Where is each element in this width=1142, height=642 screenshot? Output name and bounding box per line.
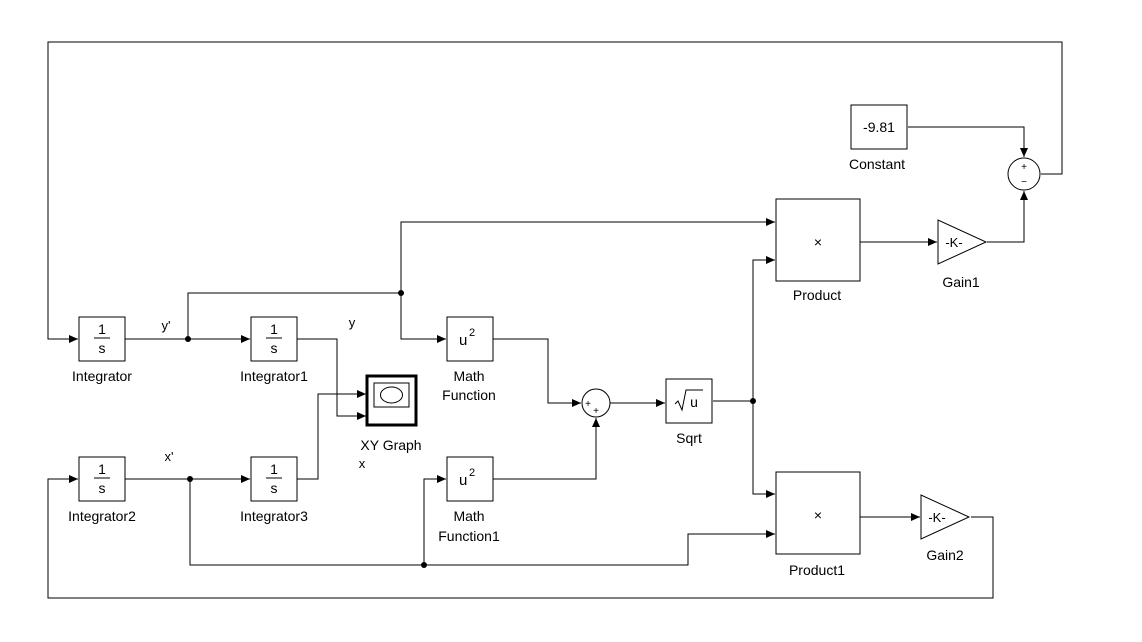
math-function-label-line2: Function (442, 387, 496, 403)
junction-xprime (187, 476, 193, 482)
product-block[interactable]: × (775, 198, 861, 282)
wire-constant-to-sum[interactable] (908, 126, 1028, 157)
product1-block[interactable]: × (775, 471, 861, 555)
gain2-value: -K- (928, 510, 945, 525)
wire-mf1-to-sum[interactable] (493, 418, 600, 480)
gain1-label: Gain1 (942, 274, 980, 290)
junction-yprime (185, 336, 191, 342)
gain1-value: -K- (945, 235, 962, 250)
math-function-block[interactable]: u 2 (446, 316, 494, 362)
math-function-label-line1: Math (453, 368, 484, 384)
math-function-exponent: 2 (469, 327, 475, 339)
wire-gain2-to-integrator2[interactable] (47, 475, 994, 599)
integrator1-denominator: s (271, 340, 278, 356)
wire-to-mathfunction1[interactable] (423, 475, 446, 565)
integrator3-label: Integrator3 (240, 508, 308, 524)
integrator-denominator: s (99, 340, 106, 356)
integrator3-block[interactable]: 1 s (250, 456, 298, 502)
wire-sqrt-to-product1[interactable] (752, 401, 775, 498)
math-function1-label-line1: Math (453, 508, 484, 524)
integrator3-denominator: s (271, 480, 278, 496)
sum-mid-sign-bottom: + (593, 406, 599, 417)
product-label: Product (793, 287, 841, 303)
wire-y-to-xy[interactable] (297, 338, 366, 420)
sum-top-sign-top: + (1021, 162, 1027, 173)
wire-mf-to-sum[interactable] (493, 338, 581, 407)
math-function-base: u (459, 332, 467, 349)
gain1-block[interactable]: -K- (937, 219, 988, 265)
integrator2-denominator: s (99, 480, 106, 496)
signal-label-xprime: x' (165, 449, 174, 464)
product1-label: Product1 (789, 562, 845, 578)
integrator3-numerator: 1 (270, 461, 278, 477)
wire-yprime-branch[interactable] (187, 292, 401, 339)
wire-sum-to-integrator[interactable] (47, 41, 1063, 343)
integrator2-numerator: 1 (98, 461, 106, 477)
wire-gain1-to-sum[interactable] (987, 191, 1028, 243)
math-function1-label-line2: Function1 (438, 528, 500, 544)
integrator1-label: Integrator1 (240, 368, 308, 384)
wire-sqrt-to-product[interactable] (752, 256, 775, 401)
integrator2-label: Integrator2 (68, 508, 136, 524)
junction-upper (398, 290, 404, 296)
sqrt-label: Sqrt (676, 430, 702, 446)
sum-mid-block[interactable]: + + (581, 388, 611, 418)
wire-to-product-in1[interactable] (400, 218, 775, 293)
sum-top-sign-bottom: − (1021, 177, 1027, 188)
gain2-block[interactable]: -K- (920, 494, 971, 540)
sqrt-block[interactable]: u (665, 378, 713, 424)
sqrt-arg: u (690, 394, 698, 410)
integrator1-block[interactable]: 1 s (250, 316, 298, 362)
wire-xprime-branch[interactable] (189, 479, 775, 566)
gain2-label: Gain2 (926, 547, 964, 563)
product1-symbol: × (814, 507, 822, 523)
signal-label-x: x (359, 456, 366, 471)
integrator2-block[interactable]: 1 s (78, 456, 126, 502)
sum-top-block[interactable]: + − (1007, 157, 1041, 191)
xy-graph-label: XY Graph (360, 437, 421, 453)
wire-to-mathfunction[interactable] (400, 293, 446, 343)
sqrt-radical-icon (674, 389, 703, 412)
wires (47, 41, 1063, 599)
constant-label: Constant (849, 156, 905, 172)
wire-x-to-xy[interactable] (297, 390, 366, 480)
junction-lower (421, 562, 427, 568)
signal-label-yprime: y' (162, 318, 171, 333)
integrator1-numerator: 1 (270, 321, 278, 337)
integrator-numerator: 1 (98, 321, 106, 337)
math-function1-exponent: 2 (469, 467, 475, 479)
signal-label-y: y (349, 315, 356, 330)
constant-value: -9.81 (863, 119, 895, 135)
product-symbol: × (814, 234, 822, 250)
sum-mid-sign-left: + (585, 399, 591, 410)
junction-sqrt (750, 398, 756, 404)
math-function1-base: u (459, 472, 467, 489)
integrator-block[interactable]: 1 s (78, 316, 126, 362)
xy-graph-block[interactable] (365, 374, 418, 427)
integrator-label: Integrator (72, 368, 132, 384)
constant-block[interactable]: -9.81 (850, 104, 908, 150)
math-function1-block[interactable]: u 2 (446, 456, 494, 502)
